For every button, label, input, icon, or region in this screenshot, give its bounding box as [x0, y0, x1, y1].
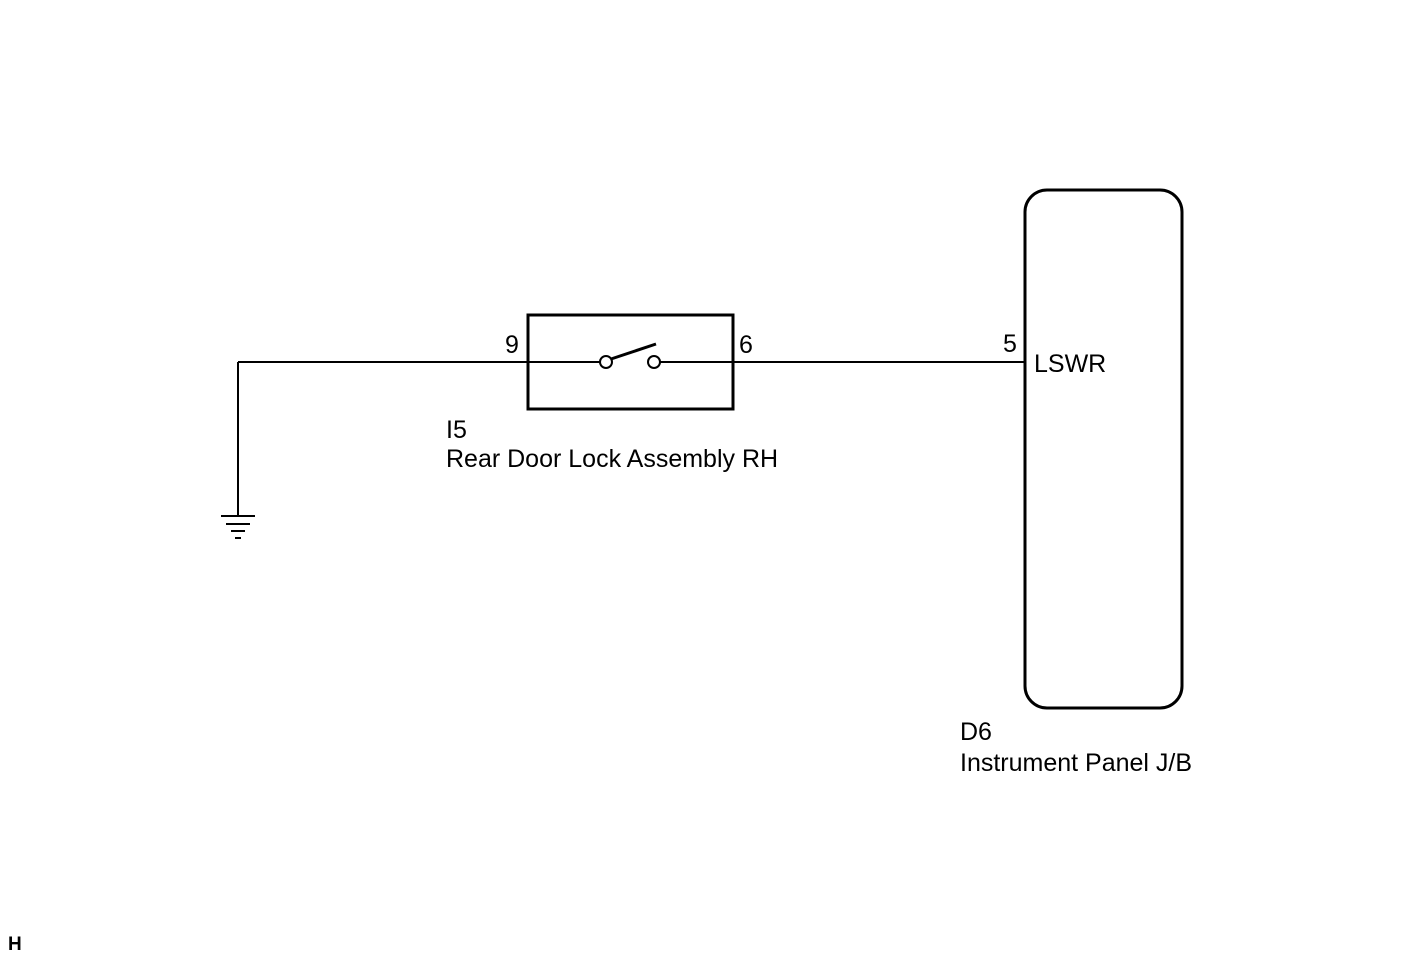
switch-contact-right — [647, 355, 661, 369]
switch-code-label: I5 — [446, 416, 467, 444]
switch-pin-9-label: 9 — [505, 331, 519, 359]
switch-blade — [610, 342, 657, 361]
corner-mark-label: H — [8, 934, 22, 955]
junction-block-name-label: Instrument Panel J/B — [960, 749, 1192, 777]
switch-contact-left — [599, 355, 613, 369]
switch-pin-6-label: 6 — [739, 331, 753, 359]
ground-symbol — [221, 362, 255, 539]
junction-block-pin-label: 5 — [1003, 330, 1017, 358]
switch-component — [526, 313, 735, 411]
junction-block-terminal-label: LSWR — [1034, 350, 1106, 378]
junction-block-box — [1023, 188, 1184, 710]
junction-block-code-label: D6 — [960, 718, 992, 746]
switch-name-label: Rear Door Lock Assembly RH — [446, 445, 778, 473]
